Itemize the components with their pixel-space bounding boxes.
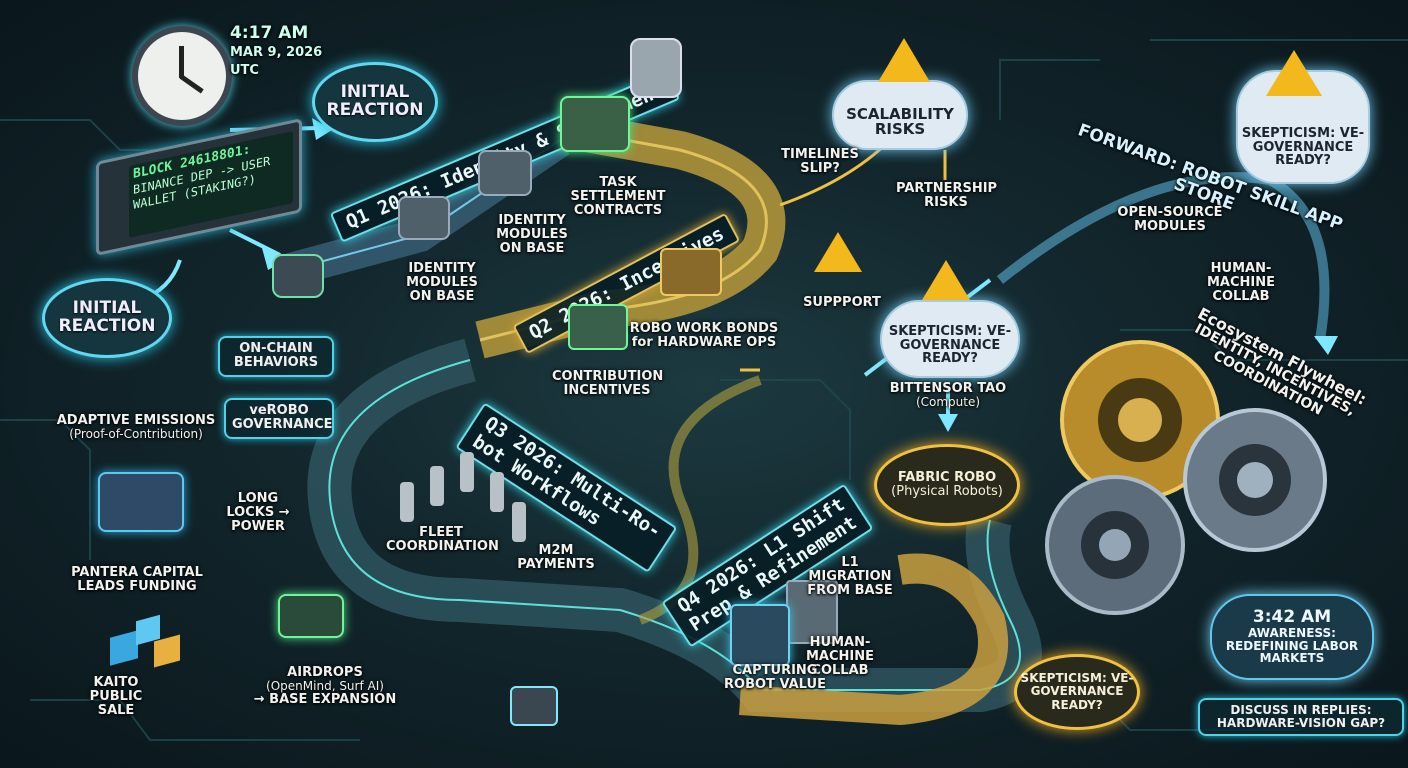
robo-work-bond-node (660, 248, 722, 296)
verobo-governance-box: veROBO GOVERNANCE (224, 398, 334, 439)
label-adaptive-emissions-title: ADAPTIVE EMISSIONS (57, 413, 216, 428)
fabric-robo-sub: (Physical Robots) (891, 485, 1003, 499)
clock-icon (132, 26, 232, 126)
label-human-machine-collab-right: HUMAN-MACHINE COLLAB (1196, 262, 1286, 304)
label-pantera: PANTERA CAPITAL LEADS FUNDING (52, 566, 222, 594)
cloud-scalability-risks: SCALABILITY RISKS (832, 80, 968, 150)
warning-icon-support (814, 232, 862, 272)
gear-silver-2 (1047, 477, 1183, 613)
awareness-text: AWARENESS: REDEFINING LABOR MARKETS (1212, 627, 1372, 665)
contribution-incentive-node (568, 304, 628, 350)
label-timelines-slip: TIMELINES SLIP? (780, 148, 860, 176)
warning-icon-skepticism-top (1266, 50, 1322, 96)
clock-time: 4:17 AM (230, 24, 308, 42)
awareness-time: 3:42 AM (1212, 609, 1372, 627)
label-m2m-payments: M2M PAYMENTS (516, 544, 596, 572)
label-robo-work-bonds-1: ROBO WORK BONDS (630, 321, 779, 336)
label-long-locks: LONG LOCKS → POWER (218, 492, 298, 534)
kaito-cubes-icon (110, 618, 180, 668)
cloud-skepticism-mid: SKEPTICISM: VE-GOVERNANCE READY? (880, 300, 1020, 378)
label-task-settlement: TASK SETTLEMENT CONTRACTS (568, 176, 668, 218)
on-chain-behaviors-box: ON-CHAIN BEHAVIORS (218, 336, 334, 377)
label-robo-work-bonds: ROBO WORK BONDS for HARDWARE OPS (626, 322, 782, 350)
label-l1-migration: L1 MIGRATION FROM BASE (800, 556, 900, 598)
label-capturing-robot-value: CAPTURING ROBOT VALUE (720, 664, 830, 692)
gear-silver-1 (1185, 410, 1325, 550)
discuss-line-2: HARDWARE-VISION GAP? (1206, 717, 1396, 730)
label-robo-work-bonds-2: for HARDWARE OPS (632, 335, 776, 350)
initial-reaction-top-bubble: INITIAL REACTION (312, 62, 438, 142)
label-airdrops-title: AIRDROPS (287, 665, 363, 680)
initial-reaction-left-bubble: INITIAL REACTION (42, 278, 172, 358)
label-kaito: KAITO PUBLIC SALE (76, 676, 156, 718)
label-proof-of-contribution: (Proof-of-Contribution) (46, 428, 226, 441)
label-bittensor-sub: (Compute) (886, 396, 1010, 409)
fabric-robo-title: FABRIC ROBO (891, 471, 1003, 485)
label-bittensor: BITTENSOR TAO (Compute) (886, 382, 1010, 409)
warning-icon-scalability (878, 38, 930, 82)
label-identity-modules-2: IDENTITY MODULES ON BASE (492, 214, 572, 256)
label-contribution-incentives: CONTRIBUTION INCENTIVES (552, 370, 662, 398)
airdrops-chip-node (278, 594, 344, 638)
identity-module-base-node (272, 254, 324, 298)
label-fleet-coordination: FLEET COORDINATION (386, 526, 496, 554)
clock-date: MAR 9, 2026 (230, 46, 322, 60)
label-identity-modules-1: IDENTITY MODULES ON BASE (402, 262, 482, 304)
label-partnership-risks: PARTNERSHIP RISKS (896, 182, 996, 210)
l1-base-cube (730, 604, 790, 666)
cloud-awareness: 3:42 AM AWARENESS: REDEFINING LABOR MARK… (1210, 594, 1374, 680)
fabric-robo-bubble: FABRIC ROBO (Physical Robots) (874, 444, 1020, 526)
warning-icon-skepticism-mid (922, 260, 970, 300)
task-settlement-node (560, 96, 630, 152)
discuss-replies-box[interactable]: DISCUSS IN REPLIES: HARDWARE-VISION GAP? (1198, 698, 1404, 736)
emissions-chip-node (98, 472, 184, 532)
label-bittensor-title: BITTENSOR TAO (890, 381, 1006, 396)
identity-module-node-1 (398, 196, 450, 240)
label-open-source-modules: OPEN-SOURCE MODULES (1110, 206, 1230, 234)
skepticism-bubble-bottom: SKEPTICISM: VE-GOVERNANCE READY? (1014, 654, 1140, 730)
robot-icon-top (630, 38, 682, 98)
label-base-expansion: → BASE EXPANSION (254, 692, 396, 707)
label-suppport: SUPPPORT (802, 296, 882, 310)
gateway-node (510, 686, 558, 726)
label-adaptive-emissions: ADAPTIVE EMISSIONS (Proof-of-Contributio… (46, 414, 226, 441)
label-airdrops: AIRDROPS (OpenMind, Surf AI) → BASE EXPA… (240, 666, 410, 707)
identity-module-node-2 (478, 150, 532, 196)
clock-timezone: UTC (230, 64, 259, 78)
